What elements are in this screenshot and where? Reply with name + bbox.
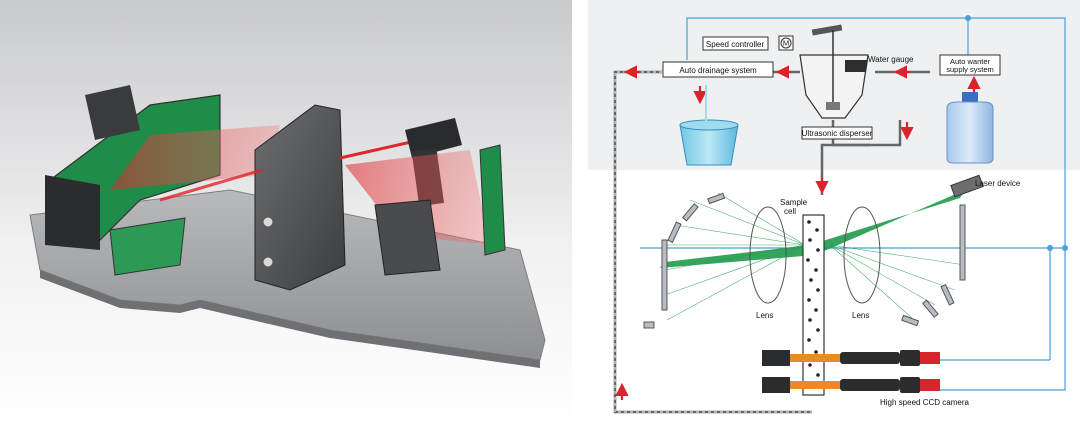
detector-array-right bbox=[959, 204, 966, 281]
ccd-camera-label: High speed CCD camera bbox=[880, 398, 969, 407]
motor-label: M bbox=[783, 39, 789, 48]
lens-left bbox=[749, 206, 787, 304]
ultrasonic-disperser-tank bbox=[799, 24, 869, 119]
laser-beam-render bbox=[339, 138, 421, 160]
detector-segment-6 bbox=[901, 314, 920, 327]
wire-node-top bbox=[965, 15, 971, 21]
auto-water-supply-label-1: Auto wanter bbox=[950, 57, 991, 66]
speed-controller-box bbox=[702, 36, 769, 51]
water-gauge-label: Water gauge bbox=[868, 55, 914, 64]
schematic-diagram: Auto drainage system Speed controller M … bbox=[572, 0, 1080, 425]
wire-node-mid bbox=[1047, 245, 1053, 251]
laser-device bbox=[950, 174, 984, 198]
sample-cell-block bbox=[254, 104, 346, 291]
port-upper bbox=[262, 216, 274, 228]
signal-wires bbox=[640, 17, 1066, 391]
auto-drainage-label: Auto drainage system bbox=[679, 66, 757, 75]
motor-symbol bbox=[780, 37, 792, 49]
flow-arrows bbox=[615, 65, 981, 400]
auto-drainage-box bbox=[662, 61, 774, 78]
detector-segment-3 bbox=[707, 192, 726, 205]
wire-node-right bbox=[1062, 245, 1068, 251]
instrument-render bbox=[0, 0, 572, 425]
port-lower bbox=[262, 256, 274, 268]
lens-right-label: Lens bbox=[852, 311, 869, 320]
laser-device-label: Laser device bbox=[975, 179, 1021, 188]
detector-small bbox=[643, 321, 655, 329]
lens-mount-right bbox=[374, 199, 441, 276]
detector-segment-1 bbox=[667, 221, 682, 243]
bracket-top bbox=[85, 85, 140, 140]
detector-segment-2 bbox=[681, 203, 699, 222]
laser-beam-render-2 bbox=[159, 168, 263, 202]
speed-controller-label: Speed controller bbox=[706, 40, 765, 49]
scatter-fan-right bbox=[345, 150, 490, 245]
detector-segment-4 bbox=[940, 284, 955, 306]
laser-tube bbox=[405, 118, 462, 158]
detector-board-right bbox=[479, 144, 506, 256]
base-plate-edge bbox=[40, 270, 540, 368]
sample-cell-label-2: cell bbox=[784, 207, 796, 216]
drain-bucket-icon bbox=[679, 85, 739, 166]
ccd-camera-upper bbox=[762, 350, 940, 366]
ultrasonic-disperser-box bbox=[801, 126, 873, 140]
sample-cell bbox=[802, 214, 825, 396]
scatter-fan-left bbox=[110, 125, 280, 190]
pipe-loop-highlight bbox=[614, 71, 812, 413]
auto-water-supply-label-2: supply system bbox=[946, 65, 994, 74]
detector-housing-left bbox=[45, 175, 100, 250]
auto-water-supply-box bbox=[939, 54, 1001, 76]
detector-array-left bbox=[661, 239, 668, 311]
detector-segment-5 bbox=[921, 299, 939, 318]
lens-left-label: Lens bbox=[756, 311, 773, 320]
lens-right bbox=[843, 206, 881, 304]
ultrasonic-disperser-label: Ultrasonic disperser bbox=[802, 129, 873, 138]
optical-bench bbox=[643, 174, 984, 396]
sample-cell-label-1: Sample bbox=[780, 198, 808, 207]
ccd-camera-lower bbox=[762, 377, 940, 393]
water-bottle-icon bbox=[946, 92, 994, 164]
detector-board-bottom bbox=[109, 217, 186, 276]
